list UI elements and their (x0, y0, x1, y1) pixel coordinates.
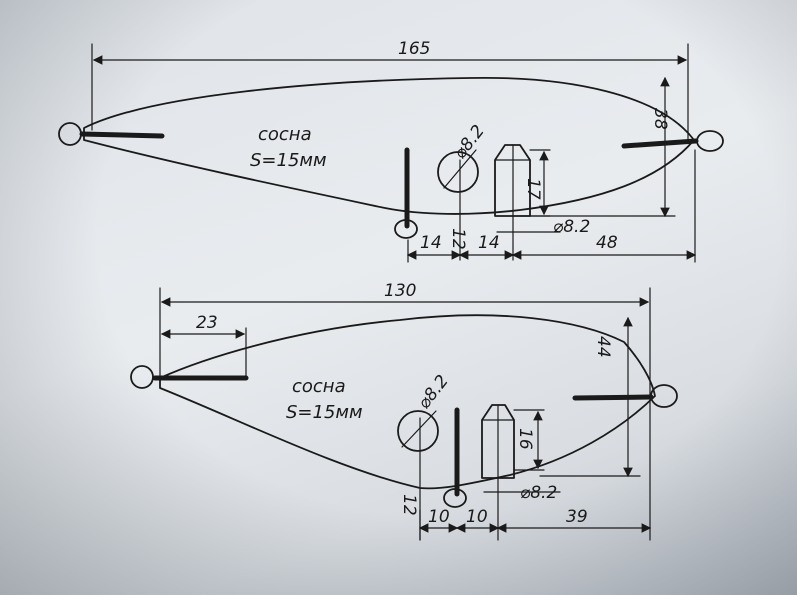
top-material-label: сосна (258, 124, 312, 145)
top-dim-c-label: 14 (478, 233, 500, 253)
bottom-dim-a-label: 10 (428, 507, 450, 527)
bottom-dim-c-label: 10 (466, 507, 488, 527)
bottom-lure-drawing: 130 23 44 сосна S=15мм ⌀8.2 ⌀8.2 16 10 1… (130, 281, 678, 541)
top-hole-diameter-label: ⌀8.2 (450, 121, 489, 163)
top-lure-body-outline (83, 76, 695, 215)
top-lead-height-label: 17 (523, 178, 543, 200)
top-front-ring (58, 122, 82, 146)
bottom-front-length: 23 (196, 313, 218, 333)
top-rear-wire (621, 138, 699, 149)
bottom-material-label: сосна (292, 376, 346, 397)
top-front-wire (79, 131, 165, 139)
bottom-rear-wire (572, 394, 654, 401)
top-lead-diameter-label: ⌀8.2 (553, 217, 590, 237)
bottom-belly-ring (443, 488, 467, 508)
bottom-lure-body-outline (159, 314, 656, 490)
top-hole-circle (437, 151, 479, 193)
top-overall-length: 165 (398, 39, 430, 59)
bottom-dim-d-label: 39 (566, 507, 588, 527)
top-thickness-label: S=15мм (250, 150, 327, 171)
bottom-dim-b-label: 12 (399, 494, 419, 516)
bottom-hole-diameter-label: ⌀8.2 (414, 371, 453, 413)
bottom-lead-height-label: 16 (515, 428, 535, 450)
top-lure-drawing: 165 38 сосна S=15мм ⌀8.2 ⌀8.2 17 14 12 1… (58, 39, 724, 263)
bottom-hole-leader (401, 410, 437, 448)
bottom-front-ring (130, 365, 154, 389)
top-rear-ring (696, 130, 724, 152)
top-dim-a-label: 14 (420, 233, 442, 253)
bottom-lead-diameter-label: ⌀8.2 (520, 483, 557, 503)
top-height-label: 38 (650, 108, 670, 130)
bottom-height-label: 44 (593, 336, 613, 358)
bottom-hole-circle (397, 410, 439, 452)
top-dim-b-label: 12 (448, 228, 468, 250)
bottom-thickness-label: S=15мм (286, 402, 363, 423)
bottom-overall-length: 130 (384, 281, 416, 301)
top-belly-ring (394, 219, 418, 239)
top-dim-d-label: 48 (596, 233, 618, 253)
